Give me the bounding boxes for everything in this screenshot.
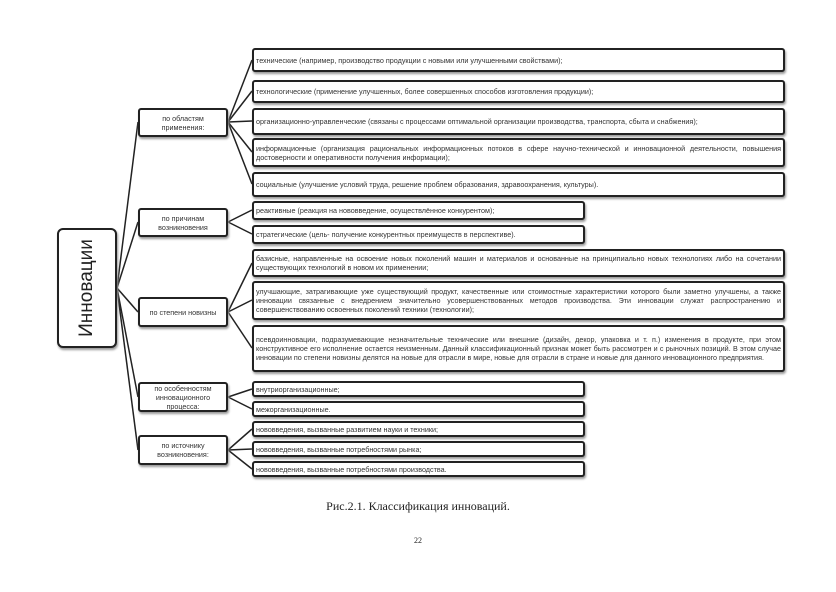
leaf-node: технические (например, производство прод… [252,48,785,72]
category-label: по степени новизны [149,307,217,317]
leaf-text: межорганизационные. [256,404,331,414]
category-label: по особенностям инновационного процесса: [154,383,212,411]
leaf-text: нововведения, вызванные потребностями ры… [256,444,422,454]
leaf-text: реактивные (реакция на нововведение, осу… [256,206,495,215]
leaf-node: внутриорганизационные; [252,381,585,397]
leaf-node: технологические (применение улучшенных, … [252,80,785,103]
leaf-node: социальные (улучшение условий труда, реш… [252,172,785,197]
leaf-text: информационные (организация рациональных… [256,143,781,162]
leaf-text: базисные, направленные на освоение новых… [256,254,781,272]
leaf-text: внутриорганизационные; [256,384,340,394]
leaf-text: организационно-управленческие (связаны с… [256,117,698,126]
leaf-text: стратегические (цель- получение конкурен… [256,230,516,239]
page-number: 22 [414,536,422,545]
leaf-node: базисные, направленные на освоение новых… [252,249,785,277]
leaf-text: нововведения, вызванные развитием науки … [256,424,438,434]
leaf-text: технологические (применение улучшенных, … [256,87,594,96]
category-by-source: по источнику возникновения: [138,435,228,465]
leaf-node: нововведения, вызванные развитием науки … [252,421,585,437]
category-by-novelty: по степени новизны [138,297,228,327]
leaf-node: улучшающие, затрагивающие уже существующ… [252,281,785,320]
leaf-node: псевдоинновации, подразумевающие незначи… [252,325,785,372]
category-by-cause: по причинам возникновения [138,208,228,237]
root-node-innovations: Инновации [57,228,117,348]
category-by-process: по особенностям инновационного процесса: [138,382,228,412]
leaf-text: нововведения, вызванные потребностями пр… [256,464,447,474]
root-label: Инновации [76,239,98,337]
category-label: по источнику возникновения: [157,441,209,459]
leaf-text: социальные (улучшение условий труда, реш… [256,180,599,189]
leaf-text: улучшающие, затрагивающие уже существующ… [256,287,781,314]
leaf-node: межорганизационные. [252,401,585,417]
leaf-text: технические (например, производство прод… [256,55,563,65]
leaf-node: реактивные (реакция на нововведение, осу… [252,201,585,220]
category-label: по областям применения: [161,113,205,132]
category-by-application-area: по областям применения: [138,108,228,137]
leaf-node: нововведения, вызванные потребностями пр… [252,461,585,477]
category-label: по причинам возникновения [158,213,208,232]
figure-caption: Рис.2.1. Классификация инноваций. [326,499,510,513]
leaf-node: организационно-управленческие (связаны с… [252,108,785,135]
leaf-text: псевдоинновации, подразумевающие незначи… [256,335,781,362]
leaf-node: нововведения, вызванные потребностями ры… [252,441,585,457]
leaf-node: информационные (организация рациональных… [252,138,785,167]
leaf-node: стратегические (цель- получение конкурен… [252,225,585,244]
